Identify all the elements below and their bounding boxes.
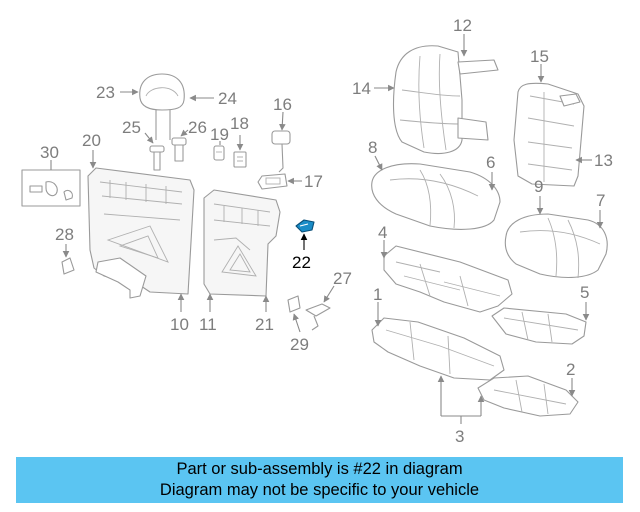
callout-24: 24 <box>189 89 237 108</box>
svg-text:13: 13 <box>594 151 613 170</box>
svg-text:22: 22 <box>292 253 311 272</box>
callout-13: 13 <box>575 151 613 170</box>
callout-11: 11 <box>199 293 217 334</box>
seat-pan-2 <box>477 375 579 417</box>
info-banner: Part or sub-assembly is #22 in diagram D… <box>16 457 623 503</box>
clip-28 <box>61 257 75 275</box>
clip-19 <box>213 145 225 161</box>
bezel-17 <box>257 173 288 190</box>
svg-text:26: 26 <box>188 118 207 137</box>
callout-20: 20 <box>82 131 101 169</box>
svg-text:28: 28 <box>55 225 74 244</box>
headrest <box>139 73 185 140</box>
svg-text:7: 7 <box>596 191 605 210</box>
seat-cushion-9 <box>504 213 608 279</box>
svg-text:25: 25 <box>122 118 141 137</box>
svg-text:5: 5 <box>580 283 589 302</box>
svg-text:27: 27 <box>333 269 352 288</box>
callout-4: 4 <box>378 223 387 259</box>
release-lever-16 <box>271 130 291 173</box>
guide-pin-25 <box>149 145 165 171</box>
callout-17: 17 <box>287 172 323 191</box>
highlighted-part-22 <box>295 219 315 233</box>
banner-line-part: Part or sub-assembly is #22 in diagram <box>176 460 463 478</box>
callout-3: 3 <box>437 375 485 446</box>
svg-text:16: 16 <box>273 95 292 114</box>
callout-2: 2 <box>566 360 575 397</box>
svg-text:8: 8 <box>368 138 377 157</box>
callout-9: 9 <box>534 177 543 215</box>
svg-text:11: 11 <box>199 315 217 334</box>
callout-25: 25 <box>122 118 154 144</box>
callout-18: 18 <box>230 114 249 151</box>
callout-30: 30 <box>40 143 59 170</box>
callout-29: 29 <box>290 313 309 354</box>
callout-8: 8 <box>368 138 383 171</box>
guide-pin-26 <box>171 137 187 162</box>
callout-5: 5 <box>580 283 589 321</box>
callout-12: 12 <box>453 16 472 57</box>
callout-27: 27 <box>323 269 352 303</box>
svg-text:29: 29 <box>290 335 309 354</box>
svg-text:19: 19 <box>210 125 229 144</box>
svg-text:23: 23 <box>96 83 115 102</box>
svg-text:24: 24 <box>218 89 237 108</box>
callout-14: 14 <box>352 79 395 98</box>
callout-23: 23 <box>96 83 139 102</box>
seatback-cushion-12 <box>393 45 499 155</box>
svg-text:10: 10 <box>170 315 189 334</box>
cover-18 <box>233 151 247 168</box>
svg-text:20: 20 <box>82 131 101 150</box>
svg-text:12: 12 <box>453 16 472 35</box>
seat-cushion-8 <box>371 163 501 230</box>
svg-text:15: 15 <box>530 47 549 66</box>
seatback-frame-left <box>87 167 195 299</box>
svg-text:30: 30 <box>40 143 59 162</box>
seat-pan-1 <box>371 317 505 381</box>
seatback-frame-right <box>203 189 281 297</box>
callout-22: 22 <box>292 233 311 272</box>
seatback-cushion-15 <box>513 82 585 187</box>
callout-15: 15 <box>530 47 549 83</box>
callout-28: 28 <box>55 225 74 258</box>
seat-frame-5 <box>491 307 587 345</box>
svg-text:4: 4 <box>378 223 387 242</box>
callout-16: 16 <box>273 95 292 131</box>
callout-6: 6 <box>486 153 495 191</box>
svg-text:1: 1 <box>373 285 382 304</box>
svg-text:6: 6 <box>486 153 495 172</box>
svg-text:21: 21 <box>255 315 274 334</box>
hook-kit-30 <box>21 169 81 207</box>
callout-21: 21 <box>255 295 274 334</box>
svg-text:2: 2 <box>566 360 575 379</box>
svg-text:3: 3 <box>455 427 464 446</box>
callout-10: 10 <box>170 293 189 334</box>
svg-text:17: 17 <box>304 172 323 191</box>
banner-line-disclaimer: Diagram may not be specific to your vehi… <box>159 481 480 499</box>
callout-19: 19 <box>210 125 229 145</box>
anchor-27 <box>305 303 331 331</box>
svg-text:14: 14 <box>352 79 371 98</box>
seat-frame-4 <box>383 245 513 313</box>
svg-text:9: 9 <box>534 177 543 196</box>
svg-text:18: 18 <box>230 114 249 133</box>
callout-7: 7 <box>596 191 605 229</box>
callout-1: 1 <box>373 285 382 327</box>
callout-26: 26 <box>180 118 207 137</box>
bracket-29 <box>287 295 301 313</box>
